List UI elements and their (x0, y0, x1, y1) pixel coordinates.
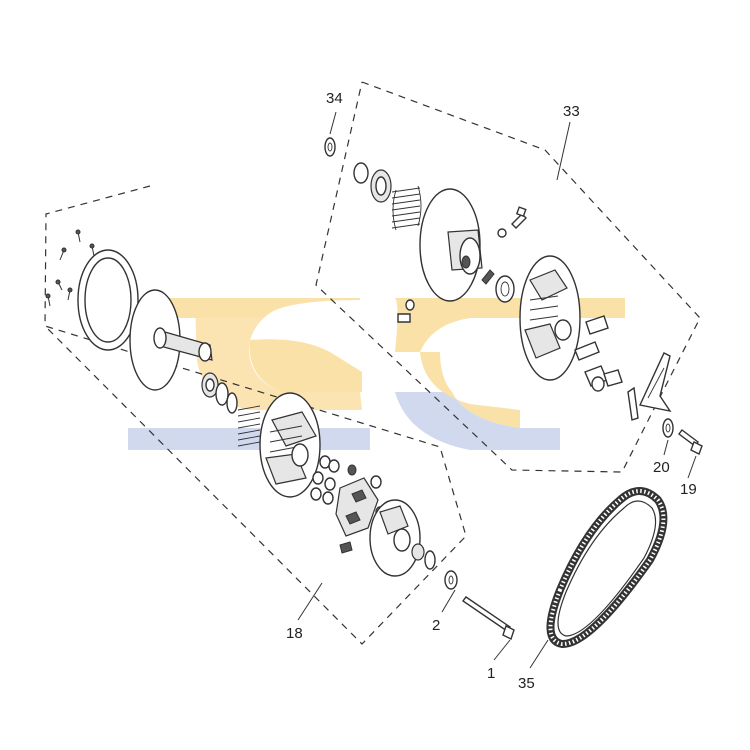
nut-small-part (405, 299, 415, 311)
callout-1: 1 (487, 665, 495, 682)
drive-belt-35-part (546, 487, 668, 648)
spring-upper-part (391, 185, 422, 231)
leader-33 (556, 121, 571, 181)
bolt-19-part (678, 429, 703, 455)
sliders-part (574, 315, 623, 392)
callout-18: 18 (286, 625, 303, 642)
leader-20 (663, 439, 669, 456)
washer-20-part (662, 418, 674, 438)
cover-gasket-part (77, 249, 139, 351)
bolt-small-part (397, 313, 411, 323)
bearing-lower-inner (205, 378, 215, 392)
callout-2: 2 (432, 617, 440, 634)
assembly-boundary-33 (315, 81, 701, 473)
screws-part (45, 229, 95, 307)
washer-2-hole (448, 575, 454, 585)
nut-upper-part (497, 228, 507, 238)
movable-sheave-part (419, 188, 483, 302)
washer-20-hole (665, 423, 671, 433)
collar-hole (500, 281, 510, 297)
clutch-housing-upper-part (519, 255, 581, 381)
rollers-part (310, 455, 357, 505)
callout-33: 33 (563, 103, 580, 120)
washer-lower-part (424, 550, 436, 570)
ring-lower-part (226, 392, 238, 414)
clutch-bell-part (369, 499, 421, 577)
bearing-inner (375, 176, 387, 196)
fixed-sheave-part (129, 289, 213, 391)
washer-2-part (444, 570, 458, 590)
nut-lower-part (411, 543, 425, 561)
o-ring-part (353, 162, 369, 184)
seal-lower-part (215, 382, 229, 406)
callout-19: 19 (680, 481, 697, 498)
leader-1 (493, 639, 511, 661)
ramp-plate-part (638, 352, 672, 413)
collar-part (495, 275, 515, 303)
washer-34-part (324, 137, 336, 157)
pin-bar-part (627, 386, 639, 421)
leader-19 (687, 455, 697, 479)
spring-lower-part (237, 405, 261, 447)
assembly-boundary-18 (44, 185, 467, 645)
clutch-shoes-part (335, 475, 385, 554)
bolt-upper-part (511, 206, 527, 229)
leader-2 (441, 589, 456, 613)
pin-part (481, 269, 495, 285)
leader-18 (297, 582, 323, 621)
bolt-1-part (462, 596, 515, 640)
leader-35 (529, 639, 549, 669)
callout-34: 34 (326, 90, 343, 107)
washer-34-hole (327, 142, 333, 152)
movable-sheave-lower-part (259, 392, 321, 498)
leader-34 (329, 111, 337, 135)
callout-20: 20 (653, 459, 670, 476)
callout-35: 35 (518, 675, 535, 692)
